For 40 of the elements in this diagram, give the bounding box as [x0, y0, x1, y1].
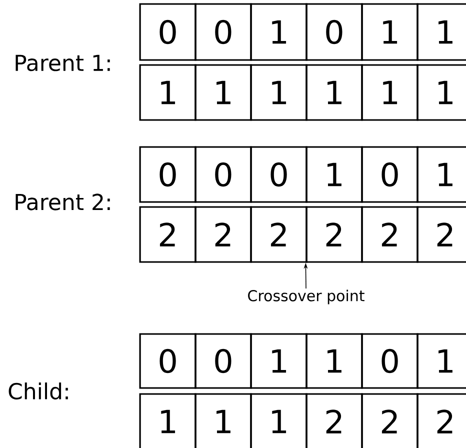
gene-cell: 2 — [361, 206, 418, 263]
gene-cell: 2 — [139, 206, 196, 263]
gene-cell: 1 — [250, 333, 308, 389]
gene-cell: 0 — [361, 146, 418, 203]
gene-cell: 1 — [306, 64, 363, 121]
gene-cell: 0 — [139, 3, 196, 61]
gene-cell: 1 — [194, 64, 252, 121]
gene-cell: 1 — [361, 3, 418, 61]
gene-cell: 1 — [250, 64, 308, 121]
gene-cell: 0 — [194, 146, 252, 203]
gene-cell: 1 — [139, 393, 196, 448]
gene-cell: 1 — [250, 393, 308, 448]
gene-cell: 1 — [194, 393, 252, 448]
gene-cell: 2 — [306, 206, 363, 263]
gene-cell: 0 — [139, 333, 196, 389]
gene-cell: 1 — [416, 3, 466, 61]
gene-cell: 0 — [361, 333, 418, 389]
row-label: Parent 2: — [16, 194, 110, 210]
gene-cell: 0 — [139, 146, 196, 203]
gene-cell: 2 — [250, 206, 308, 263]
gene-cell: 1 — [250, 3, 308, 61]
gene-cell: 1 — [139, 64, 196, 121]
row-label: Child: — [8, 382, 68, 400]
gene-cell: 1 — [416, 333, 466, 389]
gene-cell: 2 — [416, 206, 466, 263]
gene-cell: 2 — [306, 393, 363, 448]
gene-cell: 0 — [250, 146, 308, 203]
row-label: Parent 1: — [16, 54, 110, 72]
gene-cell: 0 — [194, 333, 252, 389]
gene-cell: 1 — [306, 146, 363, 203]
gene-cell: 2 — [361, 393, 418, 448]
gene-cell: 0 — [194, 3, 252, 61]
gene-cell: 0 — [306, 3, 363, 61]
gene-cell: 1 — [416, 146, 466, 203]
gene-cell: 1 — [416, 64, 466, 121]
gene-cell: 1 — [306, 333, 363, 389]
gene-cell: 1 — [361, 64, 418, 121]
gene-cell: 2 — [416, 393, 466, 448]
annotation-text: Crossover point — [248, 290, 364, 304]
gene-cell: 2 — [194, 206, 252, 263]
